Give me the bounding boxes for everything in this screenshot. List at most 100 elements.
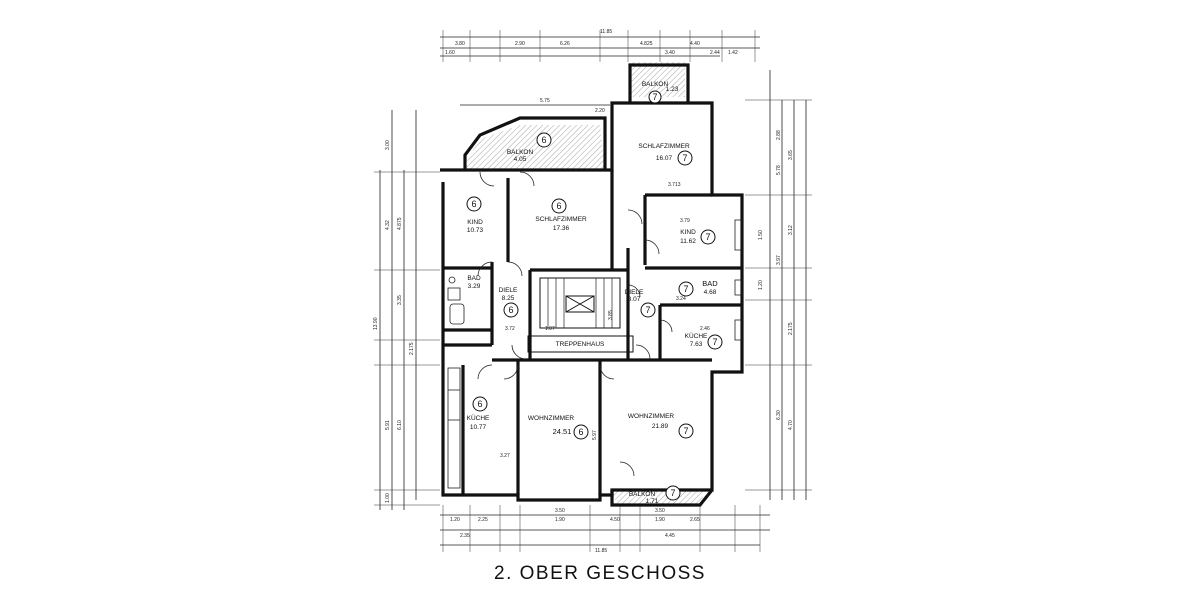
room-area: 3.29 — [468, 283, 481, 290]
dim-label: 3.35 — [397, 295, 403, 305]
room-area: 7.63 — [690, 341, 703, 348]
unit-marker — [551, 198, 567, 214]
dim-label: 1.42 — [728, 50, 738, 56]
room-name: DIELE — [499, 287, 518, 294]
dim-label: 3.27 — [500, 453, 510, 459]
room-name: TREPPENHAUS — [556, 341, 605, 348]
dim-label: 2.44 — [710, 50, 720, 56]
plan-title: 2. OBER GESCHOSS — [494, 563, 706, 584]
unit-marker — [678, 423, 694, 439]
room-name: BALKON — [507, 149, 534, 156]
dim-label: 2.20 — [595, 108, 605, 114]
room-name: KÜCHE — [685, 332, 708, 340]
unit-number: 7 — [652, 92, 657, 102]
dim-label: 2.175 — [409, 342, 415, 355]
dim-label: 4.40 — [690, 41, 700, 47]
dim-label: 2.25 — [478, 517, 488, 523]
room-area: 10.77 — [470, 424, 487, 431]
unit-number: 6 — [556, 201, 561, 211]
walls — [440, 63, 744, 507]
dim-label: 3.80 — [455, 41, 465, 47]
dim-label: 2.88 — [776, 130, 782, 140]
room-area: 24.51 — [553, 427, 572, 436]
dim-label: 13.90 — [373, 317, 379, 330]
dim-label: 5.97 — [592, 430, 598, 440]
dim-label: 4.45 — [665, 533, 675, 539]
unit-markers: 6 7 7 6 6 7 6 7 7 7 6 6 7 7 — [466, 90, 723, 501]
doors — [477, 171, 673, 477]
dim-label: 4.32 — [385, 220, 391, 230]
room-area: 17.36 — [553, 225, 570, 232]
dim-label: 1.50 — [758, 230, 764, 240]
dim-label: 3.97 — [776, 255, 782, 265]
staircase — [527, 277, 634, 353]
unit-marker — [640, 302, 656, 318]
dim-label: 2.46 — [700, 326, 710, 332]
dim-label: 3.65 — [788, 150, 794, 160]
room-name: BAD — [467, 275, 481, 282]
dim-label: 3.85 — [608, 310, 614, 320]
dim-label: 2.90 — [515, 41, 525, 47]
unit-number: 7 — [683, 426, 688, 436]
unit-marker — [472, 396, 488, 412]
dim-label: 1.07 — [545, 326, 555, 332]
dim-label: 1.60 — [445, 50, 455, 56]
dim-label: 1.90 — [555, 517, 565, 523]
dim-label: 6.26 — [560, 41, 570, 47]
unit-number: 6 — [508, 305, 513, 315]
unit-number: 6 — [477, 399, 482, 409]
room-name: DIELE — [625, 289, 644, 296]
unit-number: 6 — [578, 427, 583, 437]
dim-label: 4.50 — [610, 517, 620, 523]
room-area: 8.25 — [502, 295, 515, 302]
dim-label: 4.70 — [788, 420, 794, 430]
dim-label: 3.72 — [505, 326, 515, 332]
unit-marker — [503, 302, 519, 318]
room-area: 4.68 — [704, 289, 717, 296]
room-name: KIND — [680, 229, 696, 236]
unit-marker — [707, 334, 723, 350]
room-name: SCHLAFZIMMER — [535, 216, 587, 223]
dim-label: 3.50 — [655, 508, 665, 514]
unit-marker — [573, 424, 589, 440]
unit-marker — [678, 281, 694, 297]
room-area: 1.71 — [646, 498, 659, 505]
unit-number: 7 — [645, 305, 650, 315]
dim-label: 3.713 — [668, 182, 681, 188]
unit-number: 7 — [670, 488, 675, 498]
unit-number: 7 — [683, 284, 688, 294]
balcony-hatching — [465, 62, 705, 505]
unit-marker — [700, 229, 716, 245]
unit-marker — [665, 485, 681, 501]
unit-marker — [466, 196, 482, 212]
dim-label: 6.10 — [397, 420, 403, 430]
dim-label: 5.78 — [776, 165, 782, 175]
dim-label: 1.90 — [655, 517, 665, 523]
dim-label: 1.20 — [450, 517, 460, 523]
unit-number: 7 — [705, 232, 710, 242]
room-name: WOHNZIMMER — [528, 415, 575, 422]
dim-label: 11.85 — [595, 548, 607, 554]
room-name: KIND — [467, 219, 483, 226]
room-name: BALKON — [642, 81, 669, 88]
dim-label: 4.825 — [640, 41, 653, 47]
dim-label: 2.35 — [460, 533, 470, 539]
dim-label: 5.75 — [540, 98, 550, 104]
dim-label: 3.40 — [665, 50, 675, 56]
dim-label: 11.85 — [600, 29, 612, 35]
room-area: 4.05 — [514, 156, 527, 163]
room-name: BAD — [702, 279, 718, 288]
dim-label: 2.65 — [690, 517, 700, 523]
unit-number: 7 — [682, 153, 687, 163]
dim-label: 3.50 — [555, 508, 565, 514]
dimension-lines — [374, 30, 812, 552]
room-labels: BALKON 4.05 BALKON 1.23 SCHLAFZIMMER 16.… — [467, 81, 719, 505]
room-area: 8.07 — [628, 296, 641, 303]
dim-label: 6.30 — [776, 410, 782, 420]
room-name: SCHLAFZIMMER — [638, 143, 690, 150]
dim-label: 3.00 — [385, 140, 391, 150]
room-area: 16.07 — [656, 155, 673, 162]
room-area: 21.89 — [652, 423, 669, 430]
dim-label: 1.00 — [385, 493, 391, 503]
